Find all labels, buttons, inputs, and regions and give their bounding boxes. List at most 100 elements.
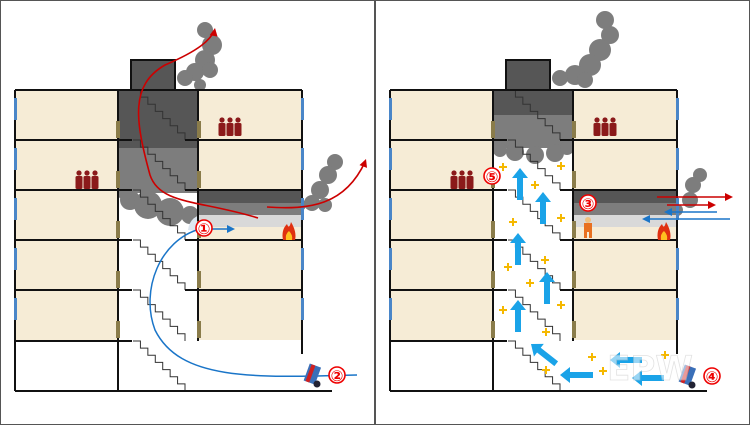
stair-door-right: [197, 121, 201, 138]
svg-text:③: ③: [582, 195, 595, 213]
stair-door-left: [491, 271, 495, 288]
window-left: [389, 148, 392, 170]
stair-door-left: [491, 121, 495, 138]
body: [466, 176, 474, 189]
smoke-puff: [596, 11, 614, 29]
plus-v: [560, 301, 562, 309]
panel-after: EPW: [389, 11, 733, 392]
plus-v: [560, 162, 562, 170]
window-left: [14, 98, 17, 120]
window-left: [14, 198, 17, 220]
room-left: [15, 90, 118, 140]
stair-door-right: [572, 171, 576, 188]
fire-icon: [282, 222, 296, 240]
arrow-head: [227, 225, 235, 233]
window-left: [14, 298, 17, 320]
label-1: ①: [195, 219, 213, 238]
window-right: [676, 148, 679, 170]
stair-door-left: [116, 271, 120, 288]
fan-stripe: [305, 364, 316, 383]
window-left: [389, 98, 392, 120]
flame-inner: [285, 231, 293, 240]
svg-text:①: ①: [198, 220, 211, 238]
pressure-plus-signs: [499, 162, 669, 375]
arrow-head: [642, 215, 650, 223]
exhaust-and-supply-arrows: [642, 193, 733, 223]
smoke-flow-arrows: [137, 28, 368, 219]
panel-before: [14, 22, 368, 392]
plus-v: [545, 366, 547, 374]
body: [75, 176, 83, 189]
air-arrow-up: [535, 192, 551, 224]
air-arrow-left: [632, 370, 664, 386]
smoke-flow-window-arrow: [266, 161, 366, 209]
svg-text:④: ④: [706, 368, 719, 386]
smoke-puff: [493, 143, 507, 157]
plus-v: [544, 256, 546, 264]
window-left: [389, 298, 392, 320]
window-left: [14, 148, 17, 170]
smoke-puff: [304, 195, 320, 211]
staircase: [133, 239, 186, 290]
head: [594, 117, 600, 123]
plus-v: [507, 263, 509, 271]
smoke-puff: [682, 192, 698, 208]
stair-smoke-mid: [493, 115, 573, 148]
hose-route-path: [149, 228, 358, 378]
staircase: [133, 89, 186, 140]
air-arrow-left: [560, 367, 593, 383]
room-smoke-mid: [573, 203, 677, 215]
stair-door-left: [116, 121, 120, 138]
smoke-puff: [202, 62, 218, 78]
room-right: [573, 140, 677, 190]
body: [226, 123, 234, 136]
smoke-puff: [318, 198, 332, 212]
arrow-head: [708, 201, 716, 209]
smoke-puff: [577, 72, 593, 88]
fan-wheel: [313, 380, 321, 388]
stair-door-right: [197, 321, 201, 338]
plus-v: [502, 306, 504, 314]
body: [609, 123, 617, 136]
body: [458, 176, 466, 189]
pressurization-fan-icon: [303, 363, 322, 388]
room-left: [390, 140, 493, 190]
room-left: [15, 290, 118, 340]
fire-icon: [657, 222, 671, 240]
stair-door-right: [572, 121, 576, 138]
room-right: [198, 90, 302, 140]
window-right: [676, 248, 679, 270]
head: [459, 170, 465, 176]
firefighter-body: [584, 223, 592, 232]
smoke-puff: [134, 191, 162, 219]
smoke-puff: [546, 144, 564, 162]
arrow-head: [725, 193, 733, 201]
plus-v: [591, 353, 593, 361]
room-left: [15, 240, 118, 290]
room-left: [15, 140, 118, 190]
smoke-puff: [560, 141, 574, 155]
arrow-head: [664, 208, 672, 216]
people-icon: [75, 170, 99, 189]
head: [235, 117, 241, 123]
room-right: [573, 290, 677, 340]
room-right: [198, 290, 302, 340]
room-left: [15, 190, 118, 240]
smoke-puff: [579, 54, 601, 76]
stair-smoke-dark: [493, 90, 573, 115]
svg-text:②: ②: [331, 367, 344, 385]
air-arrow-left: [610, 352, 642, 368]
pressurized-air-arrows: [510, 168, 664, 386]
firefighter-leg: [584, 232, 587, 238]
staircase: [133, 189, 186, 240]
stair-door-right: [197, 271, 201, 288]
window-right: [676, 98, 679, 120]
window-right: [301, 248, 304, 270]
plus-v: [529, 279, 531, 287]
plus-v: [602, 367, 604, 375]
room-smoke-dark: [198, 190, 302, 203]
room-right: [198, 140, 302, 190]
plus-v: [512, 218, 514, 226]
head: [84, 170, 90, 176]
